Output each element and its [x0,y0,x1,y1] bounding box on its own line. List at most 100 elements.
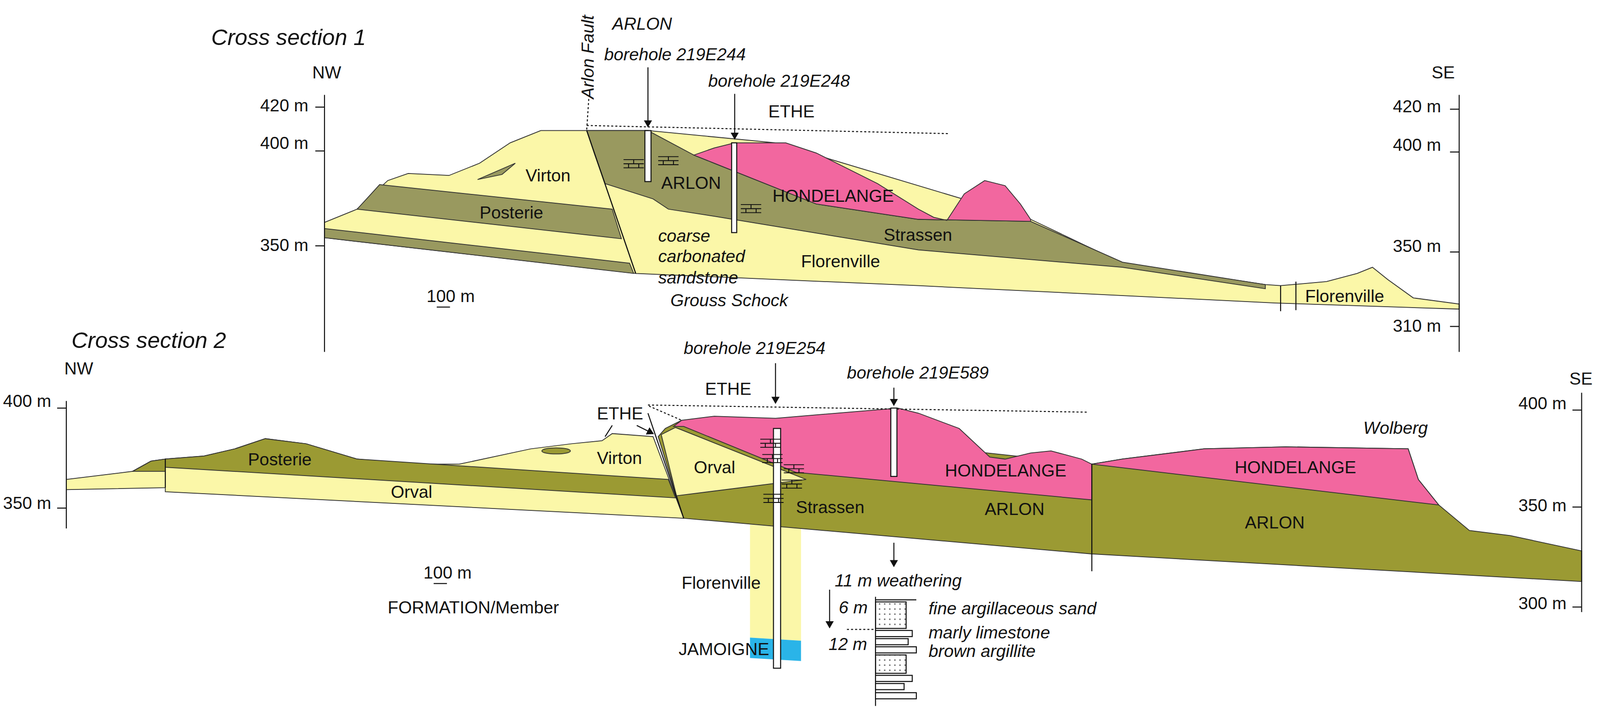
log-sand [875,655,907,674]
formation-label: Virton [596,448,642,469]
axis [315,94,325,352]
borehole-column [890,408,897,477]
formation-name: Orval [693,458,736,479]
section-2-lines [57,363,1582,707]
formation-name: Posterie [247,450,312,471]
formation-label: Orval [693,458,736,479]
formation-name: ARLON [984,499,1045,520]
limestone-symbol [740,204,762,214]
formation-name: Florenville [681,573,761,594]
section-2-strata [66,408,1582,662]
borehole-arrow [775,363,777,404]
formation-name: Strassen [883,225,953,246]
formation-name: HONDELANGE [772,186,894,207]
text-label: 310 m [1392,316,1442,337]
text-label: borehole 219E589 [847,363,990,384]
text-label: Cross section 1 [211,24,366,51]
formation-label: Posterie [247,450,312,471]
text-label: 350 m [1518,496,1567,517]
virton-block [324,130,636,274]
log-bed [875,630,913,637]
log-top [875,599,917,601]
axis [57,401,67,529]
text-label: 400 m [1518,394,1567,415]
formation-name: HONDELANGE [1234,458,1357,479]
text-label: brown argillite [928,641,1036,662]
florenville-band [586,130,1460,310]
fault [586,130,636,274]
formation-label: JAMOIGNE [678,640,770,661]
orval-wedge [661,427,807,496]
fault-lines [1280,281,1296,312]
scale-bar [436,306,451,308]
formation-name: Strassen [796,498,865,519]
log-bed [875,693,917,700]
text-label: Wolberg [1363,418,1428,439]
formation-label: ARLON [661,173,722,194]
limestone-symbol [783,465,804,474]
formation-name: ARLON [1244,513,1305,534]
limestone-symbol [763,494,784,503]
arlon-band [586,130,1266,289]
formation-label: Florenville [1305,286,1385,307]
text-label: 350 m [3,493,52,514]
formation-label: Florenville [681,573,761,594]
formation-label: Orval [390,482,433,503]
text-label: Cross section 2 [71,327,227,354]
formation-name: Florenville [801,252,881,273]
text-label: 300 m [1518,594,1567,615]
text-label: 420 m [1392,97,1442,117]
log-bed [875,675,913,682]
far-left-hill [132,459,166,472]
text-label: 400 m [3,391,52,412]
text-label: 6 m [838,598,868,619]
log-sand [875,602,907,629]
text-label: ETHE [768,102,815,123]
section-1-strata [324,130,1460,310]
text-label: 400 m [1392,135,1442,156]
text-label: 100 m [426,286,475,307]
formation-label: Strassen [796,498,865,519]
formation-label: Posterie [479,203,544,224]
section-1-lines [315,67,1459,352]
borehole-arrow [734,93,736,139]
hondelange-band [693,142,1031,222]
text-label: 350 m [1392,236,1442,257]
text-label: NW [64,359,93,380]
formation-name: JAMOIGNE [678,640,770,661]
borehole-column [644,130,651,182]
far-left-band [66,459,166,490]
text-label: 11 m weathering [834,571,962,592]
text-label: 420 m [260,96,309,117]
borehole-column [731,142,737,233]
log-bed [875,638,908,645]
left-block [165,434,684,519]
text-label: 350 m [260,235,309,256]
text-label: ETHE [596,404,644,425]
formation-name: Posterie [479,203,544,224]
text-label: ARLON [612,14,673,35]
arlon-right [1091,446,1582,582]
formation-label: ARLON [984,499,1045,520]
text-label: ETHE [705,379,752,400]
log-divider [847,629,874,631]
text-label: Grouss Schock [670,291,788,311]
text-label: 100 m [423,563,472,584]
text-label: NW [312,63,342,84]
lens [541,447,571,454]
log-bed [875,683,905,690]
text-label: SE [1569,369,1593,390]
formation-name: ARLON [661,173,722,194]
limestone-symbol [781,480,803,489]
ethe-arrows [605,425,654,437]
formation-name: HONDELANGE [945,461,1067,482]
formation-name: Florenville [1305,286,1385,307]
text-label: marly limestone [928,623,1050,644]
limestone-symbol [760,439,781,448]
limestone-symbol [658,156,679,166]
text-label: FORMATION/Member [387,598,559,619]
log-arrow [893,543,895,567]
limestone-symbol [623,159,644,169]
axis [1450,94,1460,352]
